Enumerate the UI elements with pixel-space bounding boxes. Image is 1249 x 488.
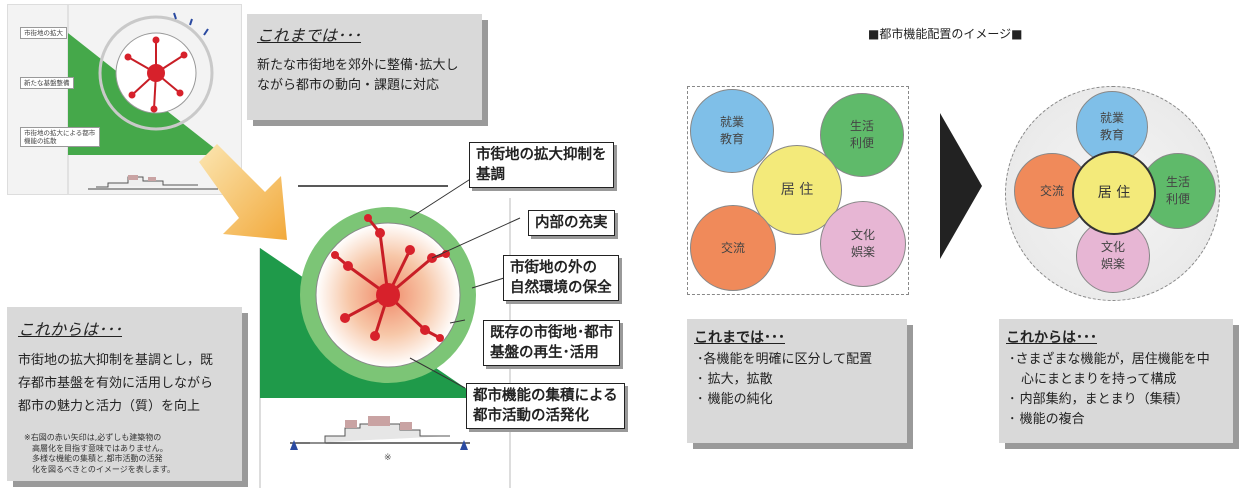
thumbnail-outer-ring [98, 15, 214, 131]
thumbnail-diagram: 市街地の拡大 新たな基盤整備 市街地の拡大による都市機能の拡散 [7, 4, 242, 195]
chevron-shape [940, 113, 982, 259]
past-box-right-bullets: ･各機能を明確に区分して配置 ･ 拡大，拡散 ･ 機能の純化 [697, 350, 872, 410]
future-residence-label: 居 住 [1097, 184, 1131, 201]
future-bullet-1: ･さまざまな機能が，居住機能を中 [1009, 352, 1210, 367]
future-circle-work: 就業 教育 [1076, 91, 1148, 163]
future-box-right-bullets: ･さまざまな機能が，居住機能を中 心にまとまりを持って構成 ･ 内部集約，まとま… [1009, 350, 1210, 430]
future-culture-line-1: 文化 [1100, 240, 1125, 254]
past-exchange-label: 交流 [720, 240, 745, 255]
note-line-3: 多様な機能の集積と,都市活動の活発 [32, 454, 163, 463]
callout-5-line-1: 都市機能の集積による [473, 388, 618, 404]
future-bullet-2: 心にまとまりを持って構成 [1021, 372, 1177, 387]
past-life-line-2: 利便 [849, 136, 874, 150]
past-box-left: これまでは･･･ 新たな市街地を郊外に整備･拡大し ながら都市の動向・課題に対応 [247, 14, 482, 120]
thumbnail-label-expansion: 市街地の拡大 [20, 27, 67, 39]
note-line-4: 化を図るべきとのイメージを表します。 [32, 464, 175, 474]
future-work-line-2: 教育 [1099, 128, 1124, 142]
future-bullet-3: ･ 内部集約，まとまり（集積） [1009, 392, 1189, 407]
callout-3-line-1: 市街地の外の [510, 260, 597, 276]
future-box-left: これからは･･･ 市街地の拡大抑制を基調とし，既 存都市基盤を有効に活用しながら… [7, 307, 242, 481]
past-bullet-3: ･ 機能の純化 [697, 392, 773, 407]
note-line-1: ※右図の赤い矢印は,必ずしも建築物の [24, 433, 162, 442]
past-box-left-line-2: ながら都市の動向・課題に対応 [257, 78, 440, 93]
future-box-left-text: 市街地の拡大抑制を基調とし，既 存都市基盤を有効に活用しながら 都市の魅力と活力… [18, 349, 213, 418]
future-box-left-line-1: 市街地の拡大抑制を基調とし，既 [18, 353, 214, 368]
past-circle-exchange: 交流 [690, 205, 776, 291]
callout-function-concentration: 都市機能の集積による 都市活動の活発化 [466, 383, 625, 429]
past-box-left-line-1: 新たな市街地を郊外に整備･拡大し [257, 58, 459, 73]
past-work-line-2: 教育 [719, 132, 744, 146]
callout-5-line-2: 都市活動の活発化 [473, 408, 589, 424]
arrow-shape [199, 144, 287, 240]
future-box-left-note: ※右図の赤い矢印は,必ずしも建築物の 高層化を目指す意味ではありません。 多様な… [24, 433, 175, 475]
future-culture-line-2: 娯楽 [1100, 257, 1125, 271]
past-culture-line-1: 文化 [850, 228, 875, 242]
callout-1-line-2: 基調 [476, 167, 505, 183]
transition-chevron [940, 113, 982, 259]
city-structure-diagram [259, 177, 521, 488]
right-section-title: ■都市機能配置のイメージ■ [868, 27, 1023, 41]
past-residence-label: 居 住 [780, 181, 814, 198]
past-function-diagram: 就業 教育 生活 利便 居 住 交流 文化 娯楽 [687, 86, 909, 295]
callout-4-line-1: 既存の市街地･都市 [490, 325, 614, 341]
callout-internal-enhancement: 内部の充実 [528, 210, 615, 236]
thumbnail-svg [67, 5, 223, 194]
thumbnail-center-node [147, 64, 165, 82]
past-box-left-title: これまでは･･･ [257, 26, 362, 45]
future-bullet-4: ･ 機能の複合 [1009, 412, 1085, 427]
transition-arrow [199, 144, 287, 240]
past-circle-work: 就業 教育 [690, 89, 774, 173]
past-circle-culture: 文化 娯楽 [820, 201, 906, 287]
future-box-right-title: これからは･･･ [1006, 330, 1097, 346]
center-node [376, 283, 400, 307]
past-work-line-1: 就業 [719, 115, 744, 129]
future-circle-residence: 居 住 [1072, 151, 1156, 235]
building-note-mark: ※ [384, 453, 392, 463]
callout-regeneration: 既存の市街地･都市 基盤の再生･活用 [483, 320, 621, 366]
past-circle-life: 生活 利便 [820, 93, 904, 177]
past-box-right-title: これまでは･･･ [694, 330, 785, 346]
future-work-line-1: 就業 [1099, 111, 1124, 125]
future-life-line-2: 利便 [1165, 192, 1190, 206]
past-bullet-1: ･各機能を明確に区分して配置 [697, 352, 873, 367]
past-life-line-1: 生活 [849, 119, 874, 133]
thumbnail-label-new-dev: 新たな基盤整備 [20, 77, 74, 89]
callout-2-line-1: 内部の充実 [535, 215, 608, 231]
past-box-left-text: 新たな市街地を郊外に整備･拡大し ながら都市の動向・課題に対応 [257, 56, 459, 96]
callout-nature-preservation: 市街地の外の 自然環境の保全 [503, 255, 619, 301]
callout-3-line-2: 自然環境の保全 [510, 280, 612, 296]
callout-4-line-2: 基盤の再生･活用 [490, 345, 599, 361]
future-exchange-label: 交流 [1039, 183, 1064, 198]
note-line-2: 高層化を目指す意味ではありません。 [32, 443, 168, 453]
future-function-diagram: 就業 教育 交流 生活 利便 文化 娯楽 居 住 [1005, 86, 1220, 301]
past-bullet-2: ･ 拡大，拡散 [697, 372, 773, 387]
callout-1-line-1: 市街地の拡大抑制を [476, 147, 607, 163]
future-life-line-1: 生活 [1165, 175, 1190, 189]
past-box-right: これまでは･･･ ･各機能を明確に区分して配置 ･ 拡大，拡散 ･ 機能の純化 [687, 319, 907, 443]
future-box-left-line-3: 都市の魅力と活力（質）を向上 [18, 399, 201, 414]
future-box-left-line-2: 存都市基盤を有効に活用しながら [18, 376, 214, 391]
future-box-left-title: これからは･･･ [18, 320, 123, 339]
past-culture-line-2: 娯楽 [850, 245, 875, 259]
thumbnail-label-diffusion: 市街地の拡大による都市機能の拡散 [20, 127, 100, 147]
callout-expansion-control: 市街地の拡大抑制を 基調 [469, 142, 614, 188]
future-box-right: これからは･･･ ･さまざまな機能が，居住機能を中 心にまとまりを持って構成 ･… [999, 319, 1233, 443]
